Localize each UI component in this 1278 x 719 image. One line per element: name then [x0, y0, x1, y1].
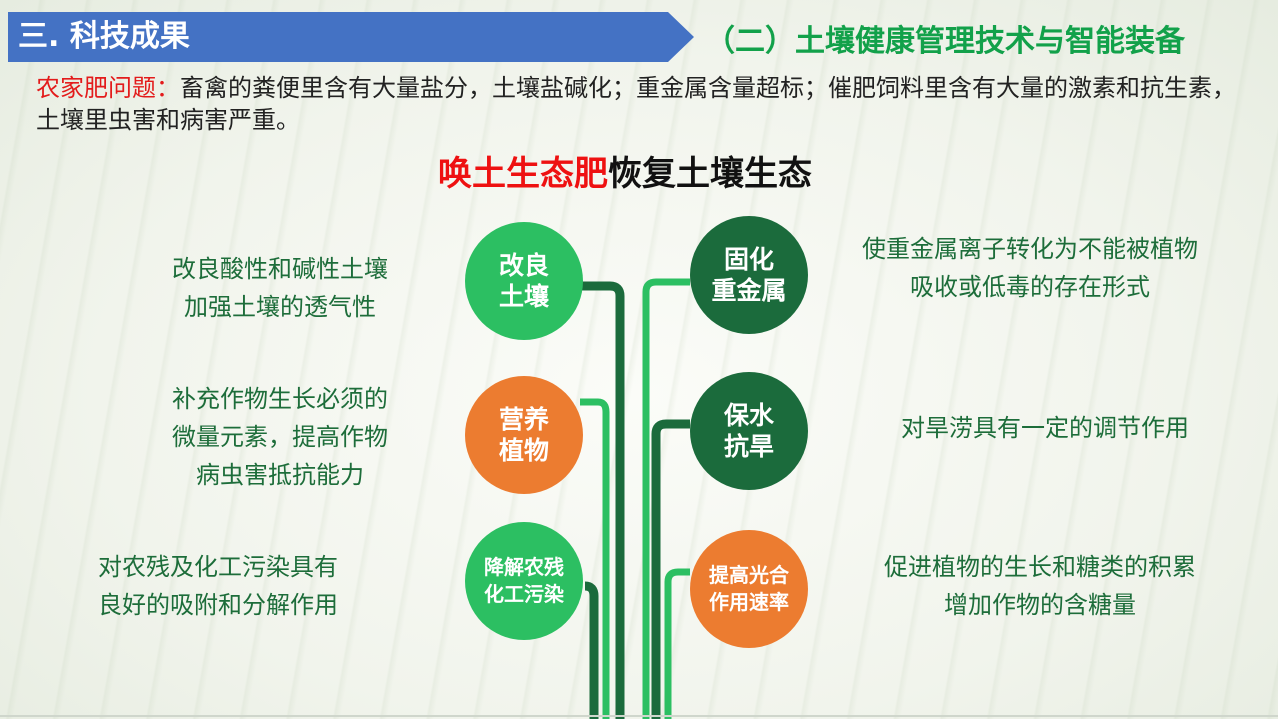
- node-nourish-plants: 营养 植物: [465, 376, 583, 494]
- node-fix-metals: 固化 重金属: [690, 216, 808, 334]
- connector-improve-soil: [580, 281, 625, 719]
- problem-label: 农家肥问题：: [36, 74, 180, 102]
- diagram-title: 唤土生态肥恢复土壤生态: [0, 150, 1250, 198]
- connector-fix-metals: [642, 278, 690, 719]
- node-retain-water: 保水 抗旱: [690, 372, 808, 490]
- node-retain-water-label: 保水 抗旱: [723, 401, 774, 461]
- connector-degrade-residue: [584, 581, 599, 719]
- connector-photosynthesis: [664, 568, 690, 719]
- desc-nourish-plants: 补充作物生长必须的 微量元素，提高作物 病虫害抵抗能力: [172, 385, 388, 489]
- node-photosynthesis: 提高光合 作用速率: [690, 530, 808, 648]
- node-improve-soil-label: 改良 土壤: [498, 251, 549, 311]
- problem-statement: 农家肥问题：畜禽的粪便里含有大量盐分，土壤盐碱化；重金属含量超标；催肥饲料里含有…: [36, 72, 1251, 136]
- section-header-bar: [8, 12, 668, 62]
- section-subtitle: （二）土壤健康管理技术与智能装备: [705, 24, 1185, 59]
- desc-improve-soil: 改良酸性和碱性土壤 加强土壤的透气性: [172, 255, 388, 321]
- connector-nourish-plants: [580, 398, 610, 719]
- connector-retain-water: [651, 419, 690, 719]
- product-name: 唤土生态肥: [438, 154, 608, 194]
- problem-text: 畜禽的粪便里含有大量盐分，土壤盐碱化；重金属含量超标；催肥饲料里含有大量的激素和…: [36, 74, 1236, 134]
- node-degrade-residue-label: 降解农残 化工污染: [484, 555, 564, 606]
- desc-photosynthesis: 促进植物的生长和糖类的积累 增加作物的含糖量: [884, 553, 1196, 619]
- desc-degrade-residue: 对农残及化工污染具有 良好的吸附和分解作用: [98, 553, 338, 619]
- bottom-border: [0, 715, 1278, 717]
- node-degrade-residue: 降解农残 化工污染: [465, 522, 583, 640]
- section-header-arrow: [668, 12, 694, 62]
- diagram-title-rest: 恢复土壤生态: [608, 154, 812, 194]
- node-improve-soil: 改良 土壤: [465, 222, 583, 340]
- section-title: 三. 科技成果: [18, 19, 190, 54]
- desc-fix-metals: 使重金属离子转化为不能被植物 吸收或低毒的存在形式: [862, 235, 1198, 301]
- node-photosynthesis-label: 提高光合 作用速率: [709, 563, 789, 614]
- desc-retain-water: 对旱涝具有一定的调节作用: [901, 414, 1189, 442]
- node-fix-metals-label: 固化 重金属: [711, 245, 787, 305]
- node-nourish-plants-label: 营养 植物: [498, 405, 549, 465]
